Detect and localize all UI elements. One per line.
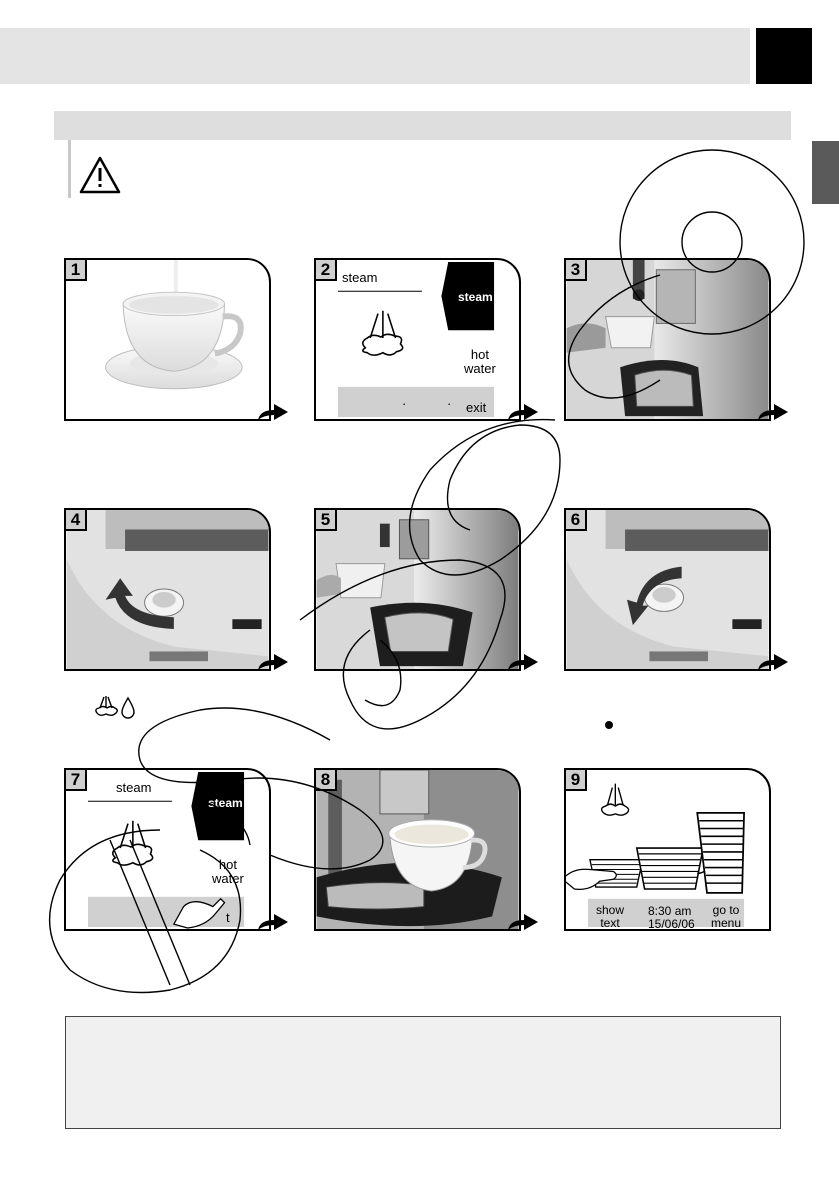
step-8-panel: 8	[314, 768, 521, 931]
display-title: steam	[342, 270, 378, 285]
step-1-panel: 1	[64, 258, 271, 421]
step-6-panel: 6	[564, 508, 771, 671]
frothing-cup-image	[316, 510, 519, 669]
step-5-panel: 5	[314, 508, 521, 671]
step-number: 2	[316, 260, 337, 281]
warning-triangle-icon	[79, 156, 121, 194]
warning-rule	[68, 140, 71, 198]
steam-option: steam	[208, 796, 243, 810]
bullet-icon	[605, 721, 613, 729]
clock-time: 8:30 am	[648, 904, 692, 918]
step-number: 1	[66, 260, 87, 281]
separator-dot: ·	[447, 396, 452, 411]
show-text-option: show text	[596, 903, 625, 930]
steam-water-icons	[95, 696, 135, 719]
next-arrow-icon	[758, 404, 788, 420]
header-black-block	[756, 28, 812, 84]
go-to-menu-option: go to menu	[711, 903, 742, 930]
step-number: 4	[66, 510, 87, 531]
hot-water-option: hot water	[464, 347, 496, 376]
steam-icon	[600, 783, 630, 816]
steam-knob-open-image	[66, 510, 269, 669]
step-number: 8	[316, 770, 337, 791]
exit-option: t	[226, 910, 230, 925]
step-number: 9	[566, 770, 587, 791]
frothed-milk-cup-image	[316, 770, 519, 929]
step-number: 7	[66, 770, 87, 791]
display-title: steam	[116, 780, 152, 795]
cup-on-saucer-image	[66, 260, 269, 419]
steam-icon	[362, 310, 404, 356]
chapter-side-tab	[812, 141, 839, 204]
section-bar	[54, 111, 791, 140]
step-number: 6	[566, 510, 587, 531]
steam-display-screen	[338, 261, 495, 418]
hot-water-option: hot water	[212, 857, 244, 886]
next-arrow-icon	[758, 654, 788, 670]
note-box	[65, 1016, 781, 1129]
next-arrow-icon	[508, 654, 538, 670]
clock-date: 15/06/06	[648, 917, 695, 931]
steam-option: steam	[458, 290, 493, 304]
machine-steam-wand-image	[566, 260, 769, 419]
next-arrow-icon	[258, 654, 288, 670]
step-number: 3	[566, 260, 587, 281]
step-9-panel: 9 show text 8:30 am 15/06/06 go to menu	[564, 768, 771, 931]
separator-dot: ·	[402, 396, 407, 411]
next-arrow-icon	[258, 404, 288, 420]
step-7-panel: 7 steam steam hot water t	[64, 768, 271, 931]
next-arrow-icon	[508, 914, 538, 930]
step-4-panel: 4	[64, 508, 271, 671]
step-number: 5	[316, 510, 337, 531]
hand-pointer-icon	[566, 868, 617, 890]
header-bar	[0, 28, 750, 84]
step-3-panel: 3	[564, 258, 771, 421]
next-arrow-icon	[258, 914, 288, 930]
main-menu-display-screen	[566, 771, 745, 928]
step-2-panel: 2 steam steam hot water exit · ·	[314, 258, 521, 421]
steam-knob-close-image	[566, 510, 769, 669]
next-arrow-icon	[508, 404, 538, 420]
steam-display-exit-screen	[88, 771, 245, 929]
exit-option: exit	[466, 400, 487, 415]
